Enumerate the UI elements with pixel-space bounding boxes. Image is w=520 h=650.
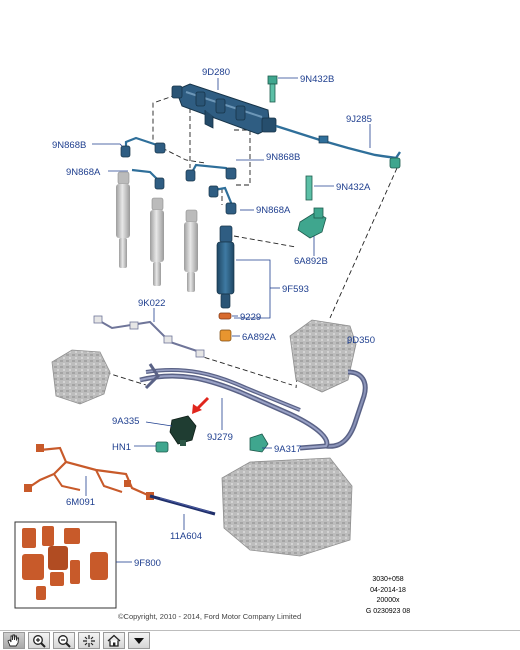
callout-leaders (85, 77, 371, 563)
callout-9229: 9229 (240, 312, 261, 323)
callout-9a317: 9A317 (274, 444, 301, 455)
grey-injectors (116, 171, 198, 292)
red-indicator-arrow (192, 396, 210, 414)
more-options-button[interactable] (128, 632, 150, 649)
callout-11a604: 11A604 (170, 531, 202, 542)
exploded-parts-diagram: 9D280 9N432B 9J285 9N868B 9N868A 9N868B … (14, 67, 401, 609)
main-engine-block (221, 457, 353, 557)
assembly-dashed-lines (97, 94, 398, 389)
ref-code-4: G 0230923 08 (365, 607, 411, 615)
ref-code-3: 20000x (376, 597, 400, 604)
zoom-fit-button[interactable] (78, 632, 100, 649)
callout-9n868a-right: 9N868A (256, 205, 291, 216)
callout-6a892b: 6A892B (294, 256, 328, 267)
leakoff-pipe-9k022 (93, 315, 205, 358)
pressure-sensor-9n432b (267, 75, 278, 103)
callout-9n432a: 9N432A (336, 182, 371, 193)
cable-11a604 (149, 494, 216, 516)
sensor-9a335 (169, 415, 197, 446)
callout-9f800: 9F800 (134, 558, 161, 569)
dropdown-arrow-icon (134, 637, 144, 644)
callout-9n868a-left: 9N868A (66, 167, 101, 178)
copyright-notice: ©Copyright, 2010 - 2014, Ford Motor Comp… (118, 612, 302, 621)
callout-6a892a: 6A892A (242, 332, 276, 343)
callout-9n432b: 9N432B (300, 74, 334, 85)
callout-9j279: 9J279 (207, 432, 233, 443)
zoom-fit-icon (83, 634, 95, 647)
reference-codes: 3030+058 04-2014-18 20000x G 0230923 08 (348, 575, 428, 617)
injector-lines (120, 136, 237, 215)
high-pressure-pump (289, 319, 368, 449)
callout-6m091: 6M091 (66, 497, 95, 508)
zoom-in-button[interactable] (28, 632, 50, 649)
ref-code-2: 04-2014-18 (370, 586, 406, 594)
fuel-rail (171, 83, 277, 135)
left-engine-part (51, 349, 111, 405)
callout-9d350: 9D350 (347, 335, 375, 346)
hp-fuel-line-9j285 (275, 124, 401, 169)
callout-9f593: 9F593 (282, 284, 309, 295)
pan-tool-button[interactable] (3, 632, 25, 649)
callout-9n868b-right: 9N868B (266, 152, 300, 163)
seal-kit-box-9f800 (14, 521, 117, 609)
fuel-injector-9f593 (216, 225, 235, 342)
pressure-sensor-9n432a (297, 175, 327, 239)
connector-hn1 (155, 441, 169, 453)
callout-labels: 9D280 9N432B 9J285 9N868B 9N868A 9N868B … (52, 67, 375, 569)
wiring-harness-6m091 (24, 444, 154, 500)
callout-9k022: 9K022 (138, 298, 165, 309)
callout-9j285: 9J285 (346, 114, 372, 125)
home-view-button[interactable] (103, 632, 125, 649)
callout-hn1: HN1 (112, 442, 131, 453)
callout-9n868b-left: 9N868B (52, 140, 86, 151)
callout-9a335: 9A335 (112, 416, 139, 427)
connector-9a317 (249, 433, 269, 453)
fuel-return-pipes-9j279 (139, 363, 330, 451)
zoom-out-icon (58, 634, 71, 648)
hand-pan-icon (7, 634, 19, 647)
callout-9d280: 9D280 (202, 67, 230, 78)
zoom-out-button[interactable] (53, 632, 75, 649)
ref-code-1: 3030+058 (372, 576, 404, 583)
home-icon (107, 634, 121, 647)
viewer-toolbar (0, 630, 520, 650)
zoom-in-icon (33, 634, 46, 648)
